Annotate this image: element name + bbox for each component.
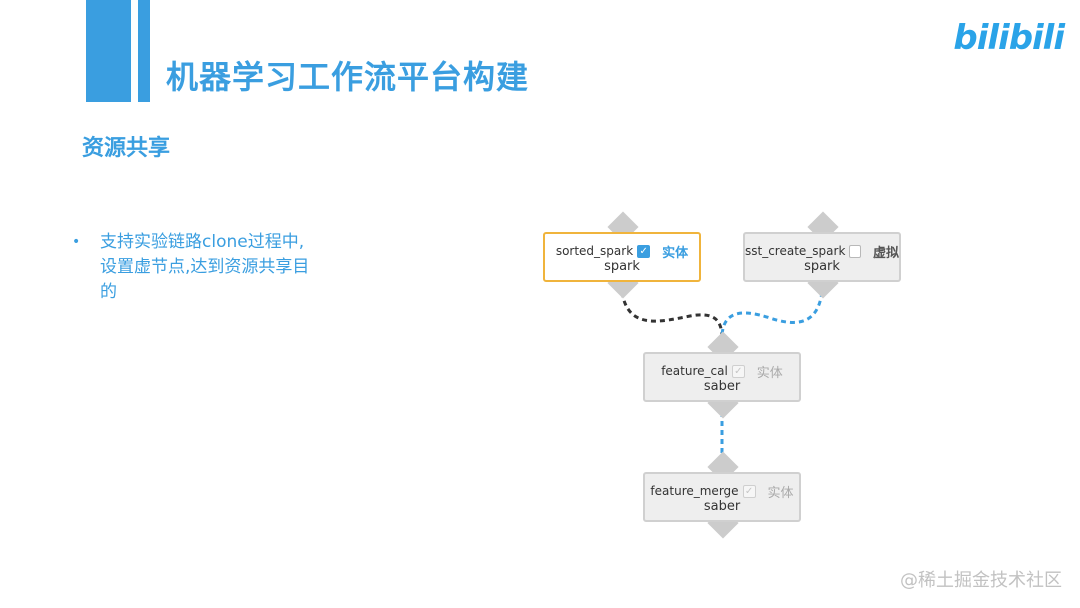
- node-engine: spark: [804, 259, 840, 274]
- checkbox-unchecked-icon[interactable]: [849, 244, 861, 258]
- page-title: 机器学习工作流平台构建: [166, 58, 530, 96]
- node-engine: spark: [604, 259, 640, 274]
- node-tag: 实体: [662, 245, 689, 261]
- header-accent-bar: [86, 0, 131, 102]
- node-tag: 虚拟: [872, 245, 899, 261]
- node-sst-create-spark[interactable]: sst_create_spark 虚拟 spark: [743, 232, 901, 282]
- node-name: feature_merge: [650, 484, 739, 498]
- node-name: sst_create_spark: [745, 244, 846, 258]
- node-name: sorted_spark: [555, 244, 634, 258]
- bullet-text: 支持实验链路clone过程中,设置虚节点,达到资源共享目的: [100, 232, 310, 302]
- node-engine: saber: [703, 379, 741, 394]
- node-sorted-spark[interactable]: sorted_spark ✓ 实体 spark: [543, 232, 701, 282]
- bullet-item: • 支持实验链路clone过程中,设置虚节点,达到资源共享目的: [72, 230, 312, 305]
- checkbox-checked-icon[interactable]: ✓: [637, 244, 651, 258]
- node-engine: saber: [703, 499, 741, 514]
- checkbox-checked-disabled-icon: ✓: [731, 364, 745, 378]
- header-accent-bar-thin: [138, 0, 150, 102]
- edge-sorted-spark-to-feature-cal: [620, 291, 724, 339]
- bullet-dot-icon: •: [72, 234, 81, 250]
- edge-sst-create-spark-to-feature-cal: [720, 291, 824, 339]
- node-feature-merge[interactable]: feature_merge ✓ 实体 saber: [643, 472, 801, 522]
- node-tag: 实体: [756, 365, 783, 381]
- node-feature-cal[interactable]: feature_cal ✓ 实体 saber: [643, 352, 801, 402]
- watermark: @稀土掘金技术社区: [900, 570, 1062, 591]
- bilibili-logo: bilibili: [953, 18, 1065, 58]
- node-name: feature_cal: [661, 364, 728, 378]
- section-subtitle: 资源共享: [82, 136, 171, 161]
- node-tag: 实体: [767, 485, 794, 501]
- checkbox-checked-disabled-icon: ✓: [742, 484, 756, 498]
